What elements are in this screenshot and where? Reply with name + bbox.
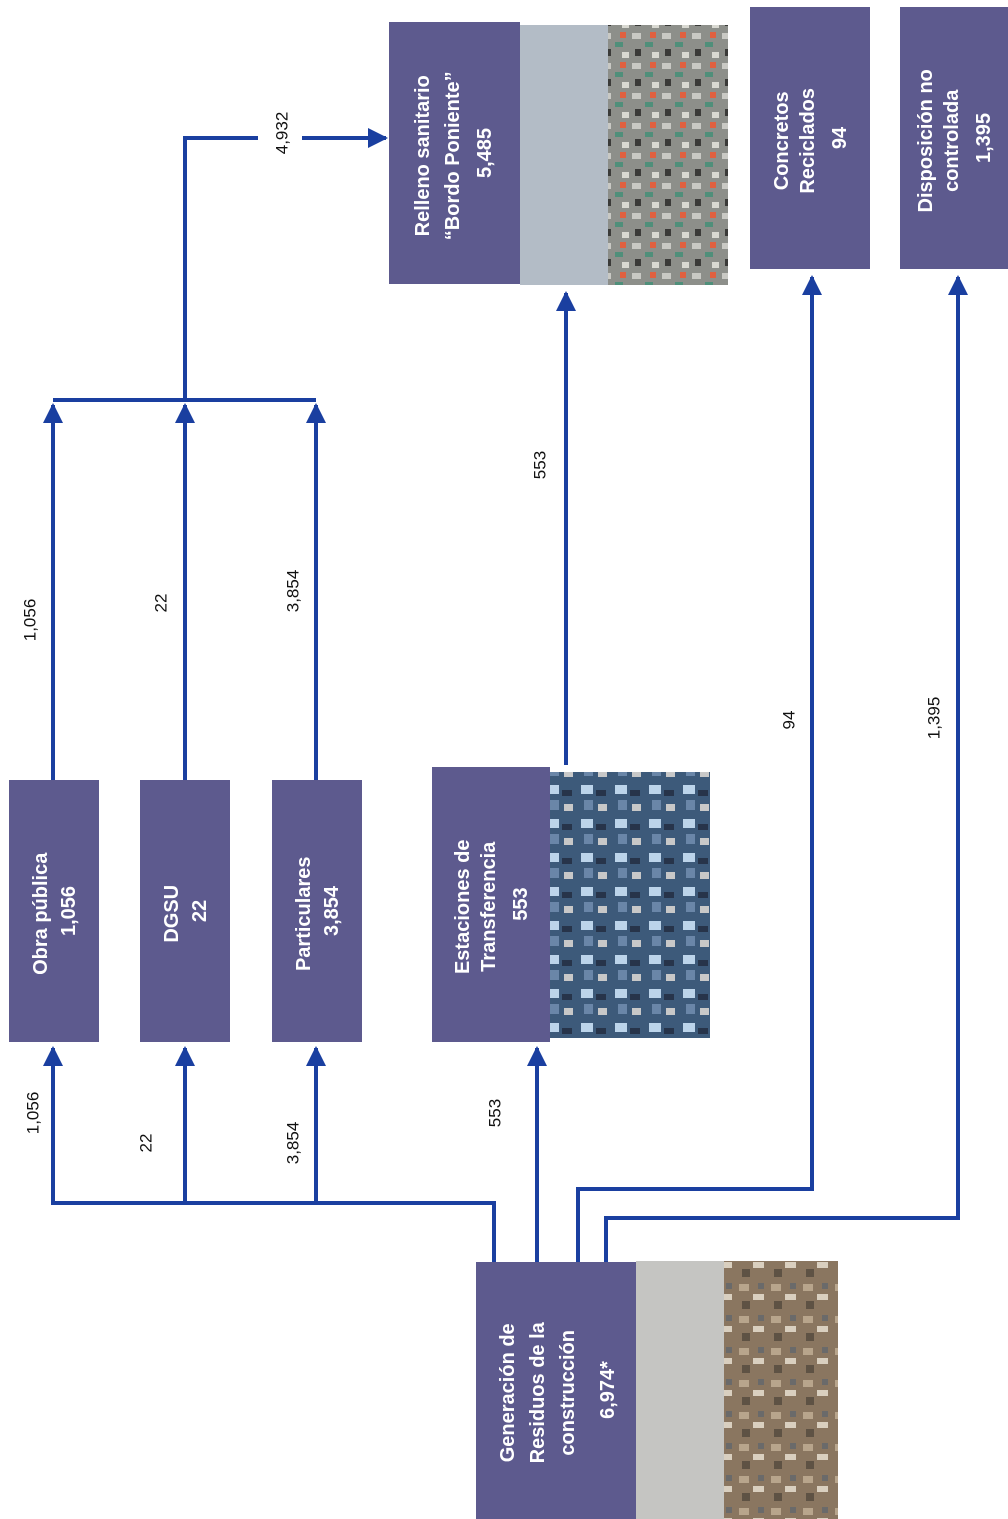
svg-text:Concretos Reciclados: Concretos Reciclados 94 xyxy=(771,82,851,193)
box-particulares: Particulares 3,854 xyxy=(272,780,362,1042)
label-to-relleno: 4,932 xyxy=(272,112,291,155)
label-particulares-up: 3,854 xyxy=(283,570,302,613)
svg-text:DGSU 22: DGSU 22 xyxy=(161,879,211,942)
label-dgsu-up: 22 xyxy=(151,594,170,613)
box-concretos-reciclados: Concretos Reciclados 94 xyxy=(750,7,870,269)
label-gen-disposicion: 1,395 xyxy=(924,697,943,740)
box-dgsu: DGSU 22 xyxy=(140,780,230,1042)
flow-gen-concretos xyxy=(576,275,822,1262)
label-obra-up: 1,056 xyxy=(20,599,39,642)
box-relleno-sanitario: Relleno sanitario “Bordo Poniente” 5,485 xyxy=(389,22,520,284)
flow-to-relleno xyxy=(183,136,258,400)
label-gen-concretos: 94 xyxy=(779,711,798,730)
label-gen-estaciones: 553 xyxy=(485,1099,504,1127)
svg-text:Relleno sanitario “Bordo: Relleno sanitario “Bordo Poniente” 5,485 xyxy=(412,66,496,240)
box-generacion-residuos: Generación de Residuos de la construcció… xyxy=(476,1262,636,1519)
svg-text:Generación de Residuos d: Generación de Residuos de la construcció… xyxy=(497,1317,619,1464)
label-gen-dgsu: 22 xyxy=(136,1134,155,1153)
label-estaciones-relleno: 553 xyxy=(530,451,549,479)
svg-text:Disposición no controlad: Disposición no controlada 1,395 xyxy=(915,64,995,213)
box-obra-publica: Obra pública 1,056 xyxy=(9,780,99,1042)
transfer-station-photo xyxy=(550,772,710,1038)
label-gen-particulares: 3,854 xyxy=(283,1122,302,1165)
construction-rubble-photo xyxy=(636,1261,838,1519)
landfill-photo xyxy=(520,25,728,285)
box-estaciones-transferencia: Estaciones de Transferencia 553 xyxy=(432,767,550,1042)
label-gen-obra: 1,056 xyxy=(23,1092,42,1135)
flow-gen-obra xyxy=(43,1046,496,1262)
svg-text:Obra pública 1,056: Obra pública 1,056 xyxy=(30,847,80,975)
box-disposicion-no-controlada: Disposición no controlada 1,395 xyxy=(900,7,1008,269)
svg-text:Particulares 3,854: Particulares 3,854 xyxy=(293,851,343,971)
flow-gen-disposicion xyxy=(604,275,968,1262)
svg-text:Estaciones de Transferen: Estaciones de Transferencia 553 xyxy=(452,834,532,974)
